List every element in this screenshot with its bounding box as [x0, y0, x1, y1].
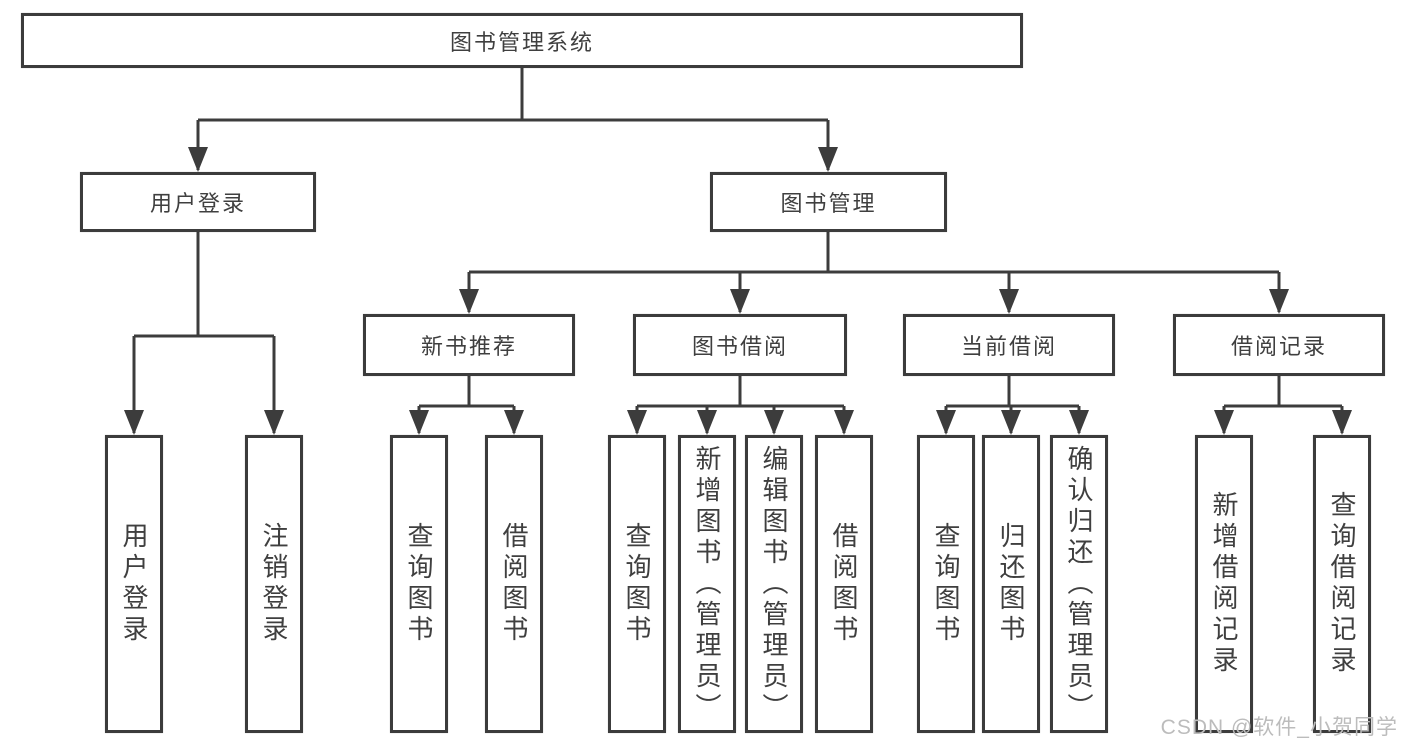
- node-current-borrow: 当前借阅: [903, 314, 1115, 376]
- leaf-edit-book-admin: 编辑图书（管理员）: [745, 435, 803, 733]
- leaf-label: 借阅图书: [829, 522, 859, 646]
- leaf-label: 归还图书: [996, 522, 1026, 646]
- node-label: 借阅记录: [1230, 334, 1327, 359]
- leaf-query-books-current: 查询图书: [917, 435, 975, 733]
- leaf-logout-login: 注销登录: [245, 435, 303, 733]
- node-borrow-records: 借阅记录: [1173, 314, 1385, 376]
- leaf-return-books: 归还图书: [982, 435, 1040, 733]
- leaf-label: 新增图书（管理员）: [692, 444, 722, 724]
- node-label: 图书管理系统: [449, 29, 594, 55]
- leaf-label: 注销登录: [259, 522, 289, 646]
- node-label: 图书借阅: [691, 334, 788, 359]
- leaf-confirm-return-admin: 确认归还（管理员）: [1050, 435, 1108, 733]
- leaf-add-borrow-record: 新增借阅记录: [1195, 435, 1253, 733]
- node-book-management: 图书管理: [710, 172, 947, 232]
- leaf-label: 编辑图书（管理员）: [759, 444, 789, 724]
- leaf-label: 查询借阅记录: [1327, 491, 1357, 677]
- leaf-user-login: 用户登录: [105, 435, 163, 733]
- leaf-label: 查询图书: [622, 522, 652, 646]
- arrowheads: [124, 147, 1352, 435]
- leaf-borrow-books-newbook: 借阅图书: [485, 435, 543, 733]
- node-label: 用户登录: [149, 191, 246, 216]
- node-user-login: 用户登录: [80, 172, 316, 232]
- node-label: 新书推荐: [420, 334, 517, 359]
- leaf-label: 新增借阅记录: [1209, 491, 1239, 677]
- leaf-query-books-newbook: 查询图书: [390, 435, 448, 733]
- leaf-label: 用户登录: [119, 522, 149, 646]
- node-new-book-recommend: 新书推荐: [363, 314, 575, 376]
- leaf-label: 查询图书: [404, 522, 434, 646]
- csdn-watermark: CSDN @软件_小贺同学: [1160, 716, 1398, 739]
- leaf-label: 确认归还（管理员）: [1064, 444, 1094, 724]
- leaf-query-borrow-record: 查询借阅记录: [1313, 435, 1371, 733]
- leaf-label: 查询图书: [931, 522, 961, 646]
- node-book-borrow: 图书借阅: [633, 314, 847, 376]
- node-label: 当前借阅: [960, 334, 1057, 359]
- node-library-system: 图书管理系统: [21, 13, 1023, 68]
- leaf-query-books-borrow: 查询图书: [608, 435, 666, 733]
- leaf-label: 借阅图书: [499, 522, 529, 646]
- leaf-borrow-books-borrow: 借阅图书: [815, 435, 873, 733]
- node-label: 图书管理: [780, 191, 877, 216]
- leaf-add-book-admin: 新增图书（管理员）: [678, 435, 736, 733]
